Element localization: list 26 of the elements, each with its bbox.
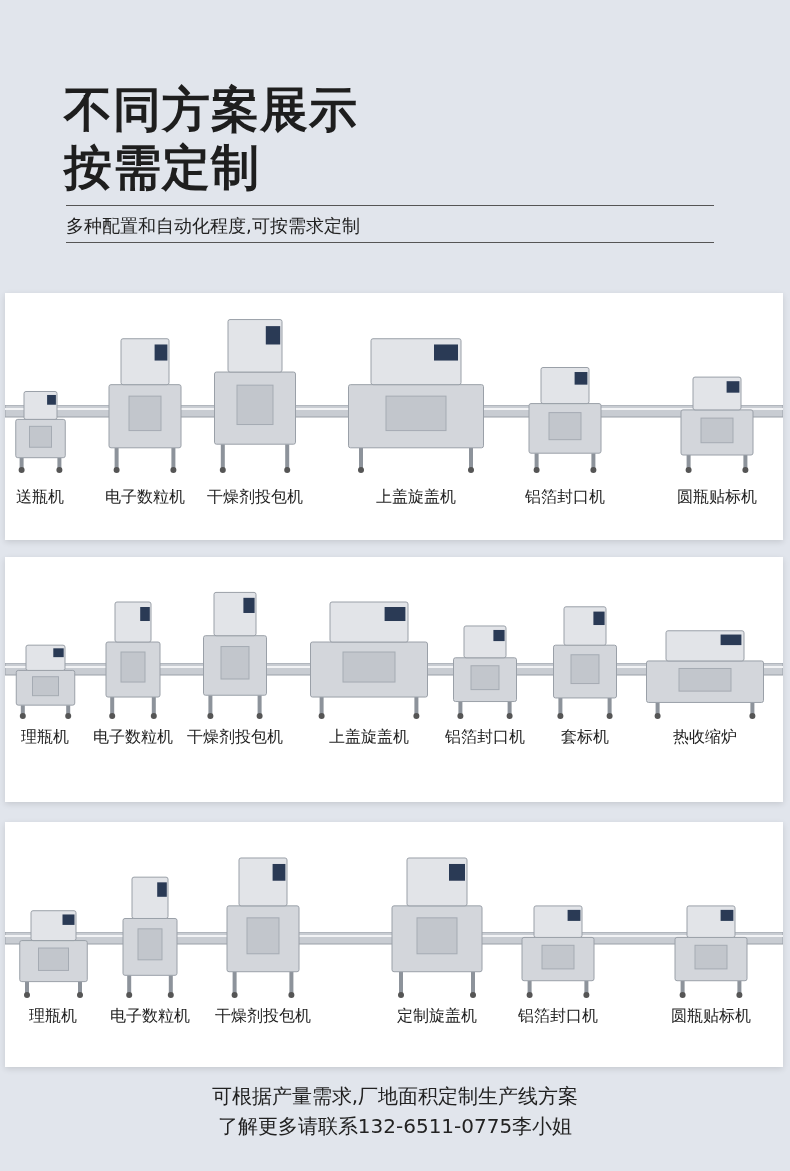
machine-label: 干燥剂投包机 [215, 1006, 311, 1026]
machine-label: 干燥剂投包机 [187, 727, 283, 747]
machine-label: 圆瓶贴标机 [671, 1006, 751, 1026]
footer-note: 了解更多请联系132-6511-0775李小姐 [216, 1113, 574, 1140]
machine-label: 铝箔封口机 [525, 487, 605, 507]
panel-card [5, 293, 783, 540]
subtitle: 多种配置和自动化程度,可按需求定制 [66, 214, 360, 238]
machine-label: 上盖旋盖机 [329, 727, 409, 747]
machine-label: 定制旋盖机 [397, 1006, 477, 1026]
panel-card [5, 557, 783, 802]
machine-label: 圆瓶贴标机 [677, 487, 757, 507]
panel-card [5, 822, 783, 1067]
machine-label: 上盖旋盖机 [376, 487, 456, 507]
machine-label: 送瓶机 [16, 487, 64, 507]
footer-note: 可根据产量需求,厂地面积定制生产线方案 [210, 1083, 580, 1110]
machine-label: 干燥剂投包机 [207, 487, 303, 507]
machine-label: 理瓶机 [29, 1006, 77, 1026]
machine-label: 套标机 [561, 727, 609, 747]
machine-label: 理瓶机 [21, 727, 69, 747]
machine-label: 电子数粒机 [105, 487, 185, 507]
machine-label: 电子数粒机 [110, 1006, 190, 1026]
machine-label: 热收缩炉 [673, 727, 737, 747]
machine-label: 电子数粒机 [93, 727, 173, 747]
title: 不同方案展示按需定制 [64, 80, 359, 196]
machine-label: 铝箔封口机 [445, 727, 525, 747]
machine-label: 铝箔封口机 [518, 1006, 598, 1026]
